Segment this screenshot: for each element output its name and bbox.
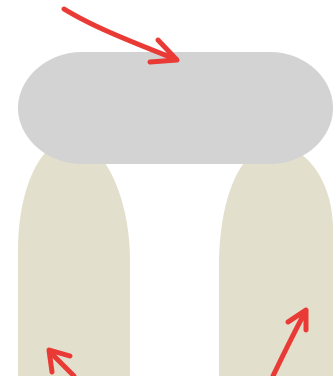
- right-pillar: [219, 145, 333, 376]
- lintel-stone: [18, 52, 333, 164]
- left-pillar: [18, 140, 130, 376]
